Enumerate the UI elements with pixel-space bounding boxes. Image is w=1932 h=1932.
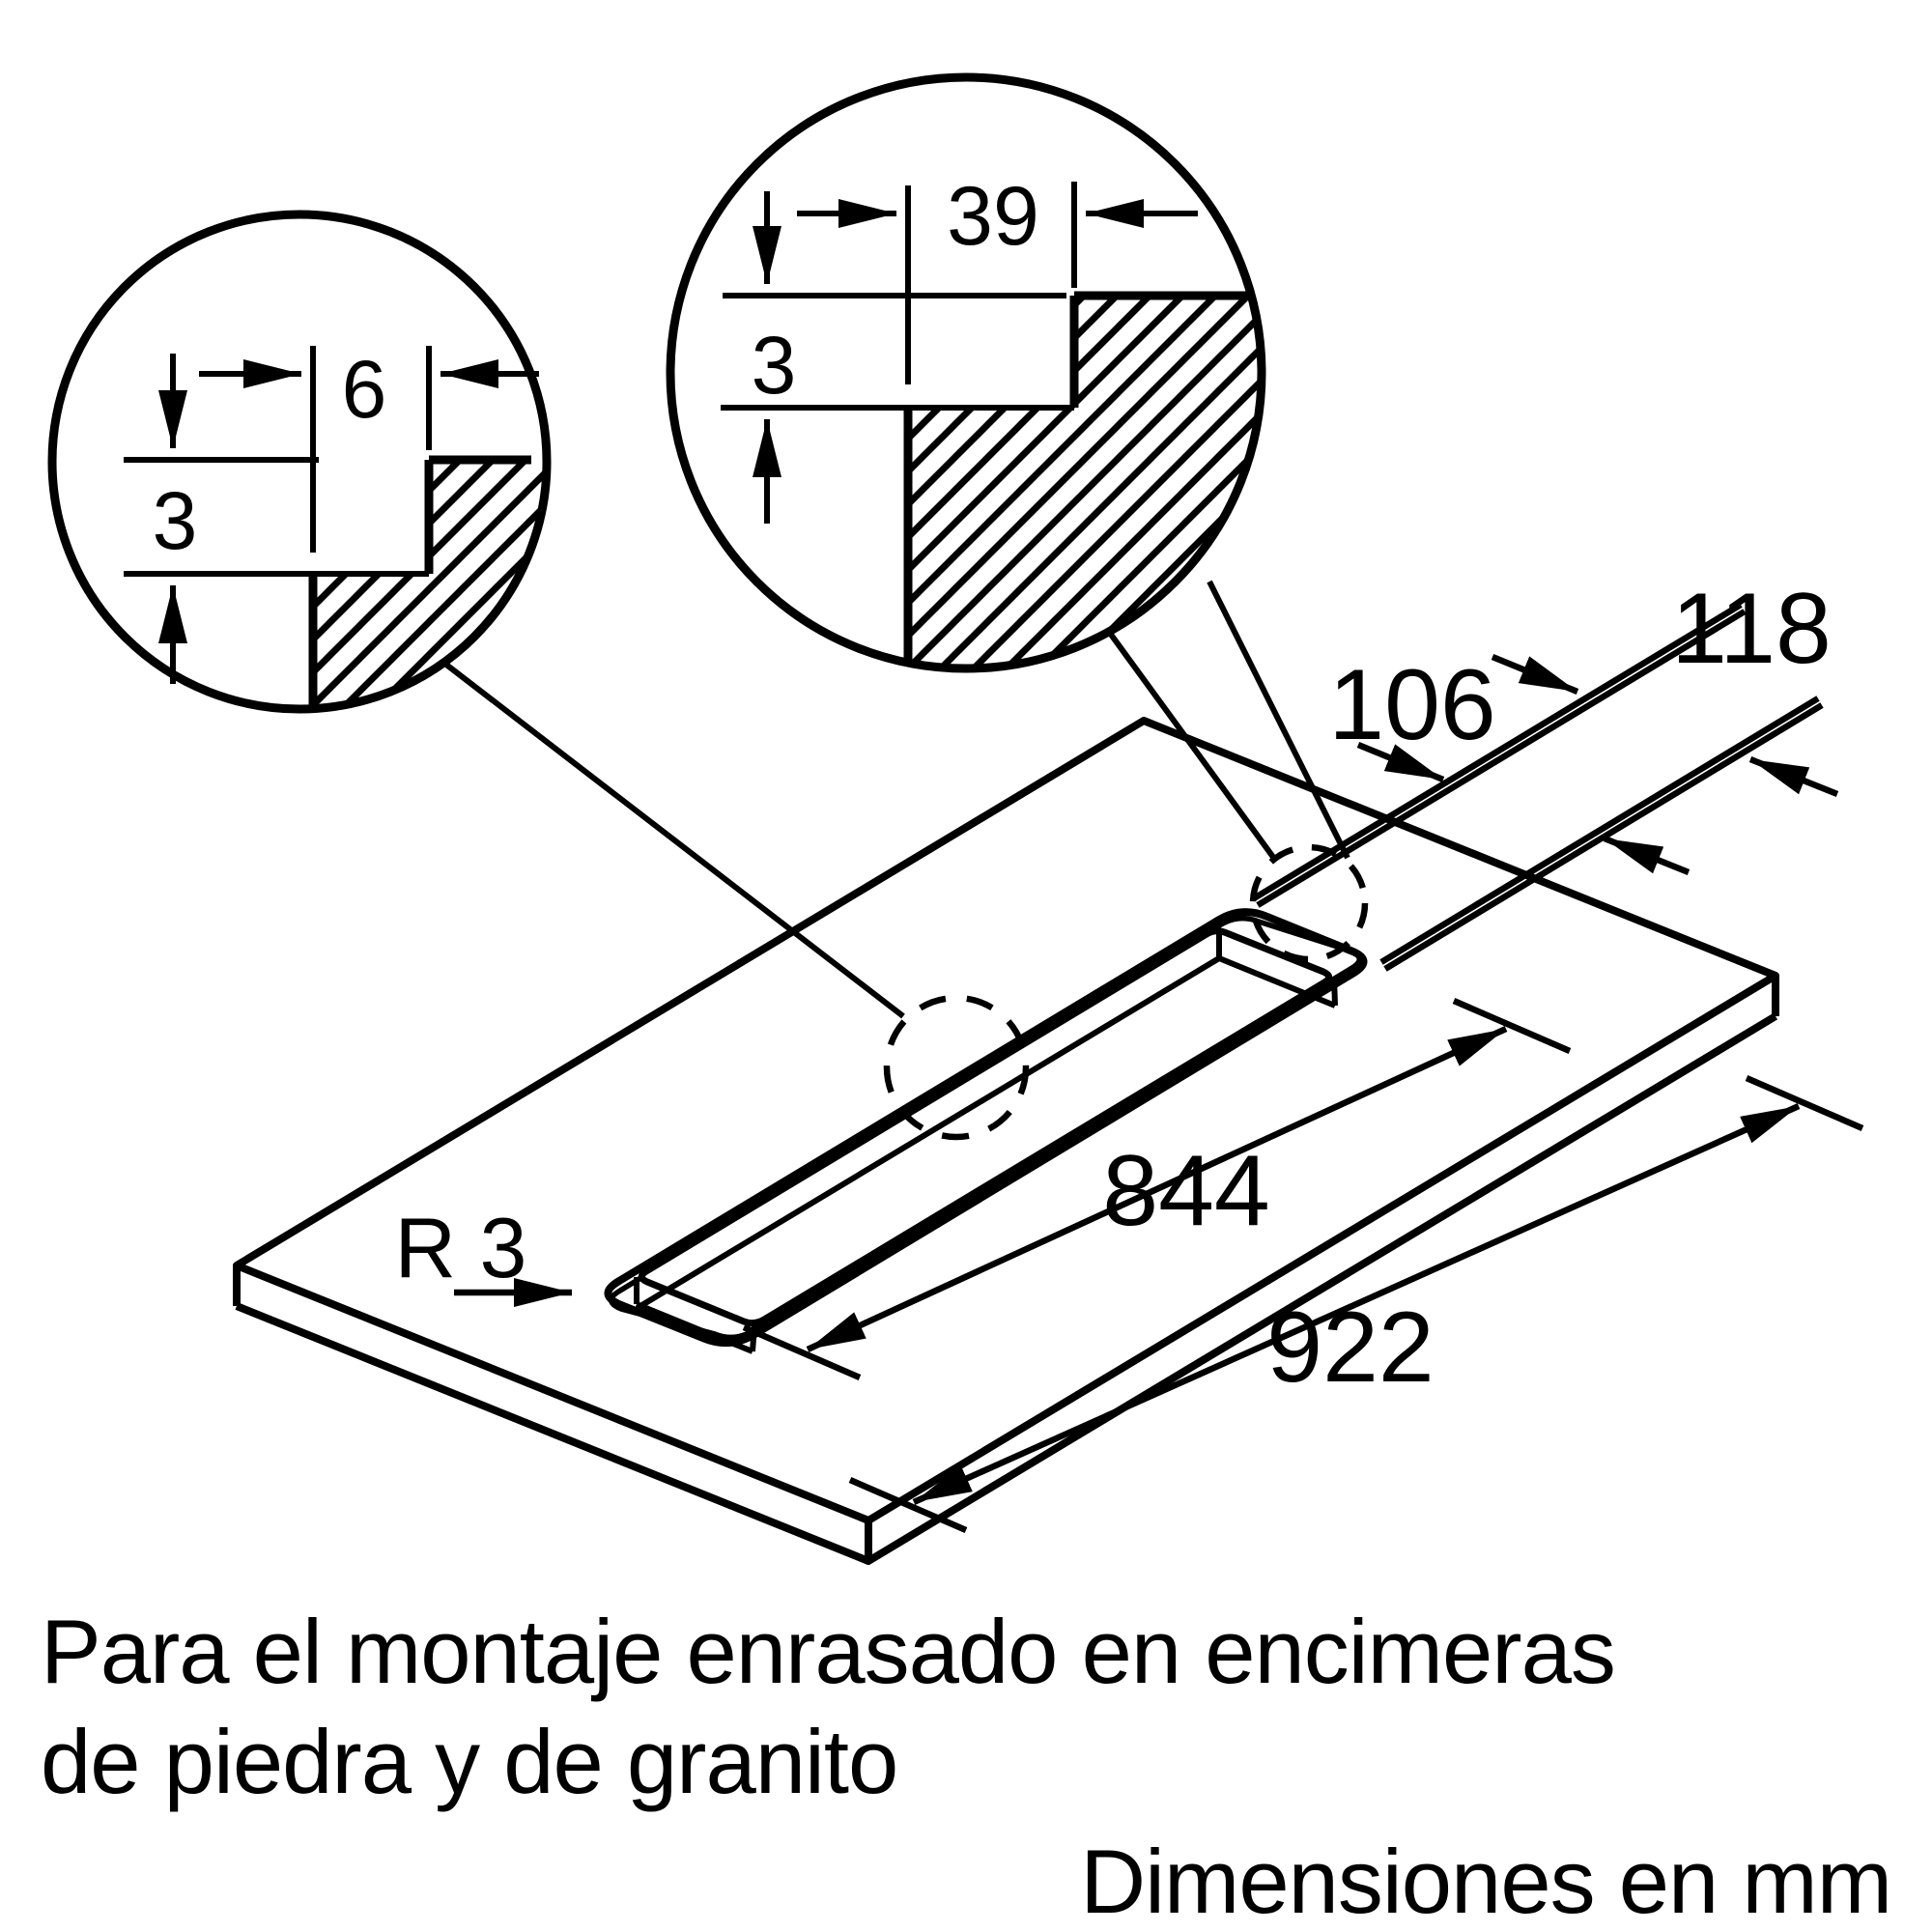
- detail-marker-circle-right: [1249, 843, 1369, 963]
- dim-label-39: 39: [947, 170, 1039, 263]
- dim-label-844: 844: [1102, 1135, 1270, 1247]
- dim-tick-922-right: [1745, 1075, 1864, 1131]
- dim-label-106: 106: [1328, 649, 1496, 761]
- hatched-section-left: [313, 460, 548, 708]
- references-right: [721, 182, 1198, 524]
- detail-marker-circle-left: [883, 994, 1030, 1141]
- extension-line-outer-near: [1383, 702, 1824, 972]
- dim-arrow-118-b: [1748, 755, 1839, 798]
- caption-line-2: de piedra y de granito: [41, 1711, 897, 1812]
- dim-label-r3: R 3: [395, 1200, 527, 1295]
- extension-line-inner-far: [1256, 609, 1747, 908]
- cutout-wall-bottom-right: [1217, 955, 1337, 1009]
- extension-line-outer-far: [1252, 602, 1743, 901]
- leader-line-left-detail: [444, 662, 905, 1019]
- detail-view-left: 6 3: [47, 210, 552, 714]
- dimensions: [454, 602, 1864, 1533]
- caption-line-1: Para el montaje enrasado en encimeras: [41, 1601, 1615, 1702]
- dim-arrow-118-a: [1491, 653, 1579, 696]
- units-note: Dimensiones en mm: [1080, 1831, 1891, 1932]
- profile-right: [903, 291, 1250, 660]
- leader-line-right-detail-b: [1207, 580, 1350, 860]
- dim-line-922: [912, 1103, 1801, 1505]
- dim-label-3-right: 3: [752, 320, 797, 411]
- profile-left: [308, 455, 531, 705]
- extension-line-inner-near: [1379, 696, 1820, 965]
- detail-callouts: [444, 580, 1369, 1141]
- recess-lip-edge: [609, 915, 1362, 1341]
- leader-line-right-detail-a: [1106, 630, 1278, 862]
- detail-view-right: 39 3: [666, 72, 1266, 673]
- dim-tick-844-left: [742, 1324, 862, 1380]
- dim-label-118: 118: [1671, 573, 1832, 685]
- dim-tick-844-right: [1452, 998, 1572, 1054]
- dim-label-6: 6: [342, 344, 387, 435]
- cutout-wall-bottom-left: [635, 1301, 754, 1354]
- dim-label-3-left: 3: [153, 475, 198, 566]
- dim-arrow-106-b: [1603, 835, 1690, 876]
- hatched-section-right: [908, 296, 1262, 668]
- dim-label-922: 922: [1266, 1292, 1435, 1404]
- references-left: [124, 346, 539, 684]
- dim-tick-922-left: [848, 1477, 968, 1533]
- cutout-wall-edge: [1331, 976, 1338, 1007]
- dim-arrow-106-a: [1356, 741, 1445, 783]
